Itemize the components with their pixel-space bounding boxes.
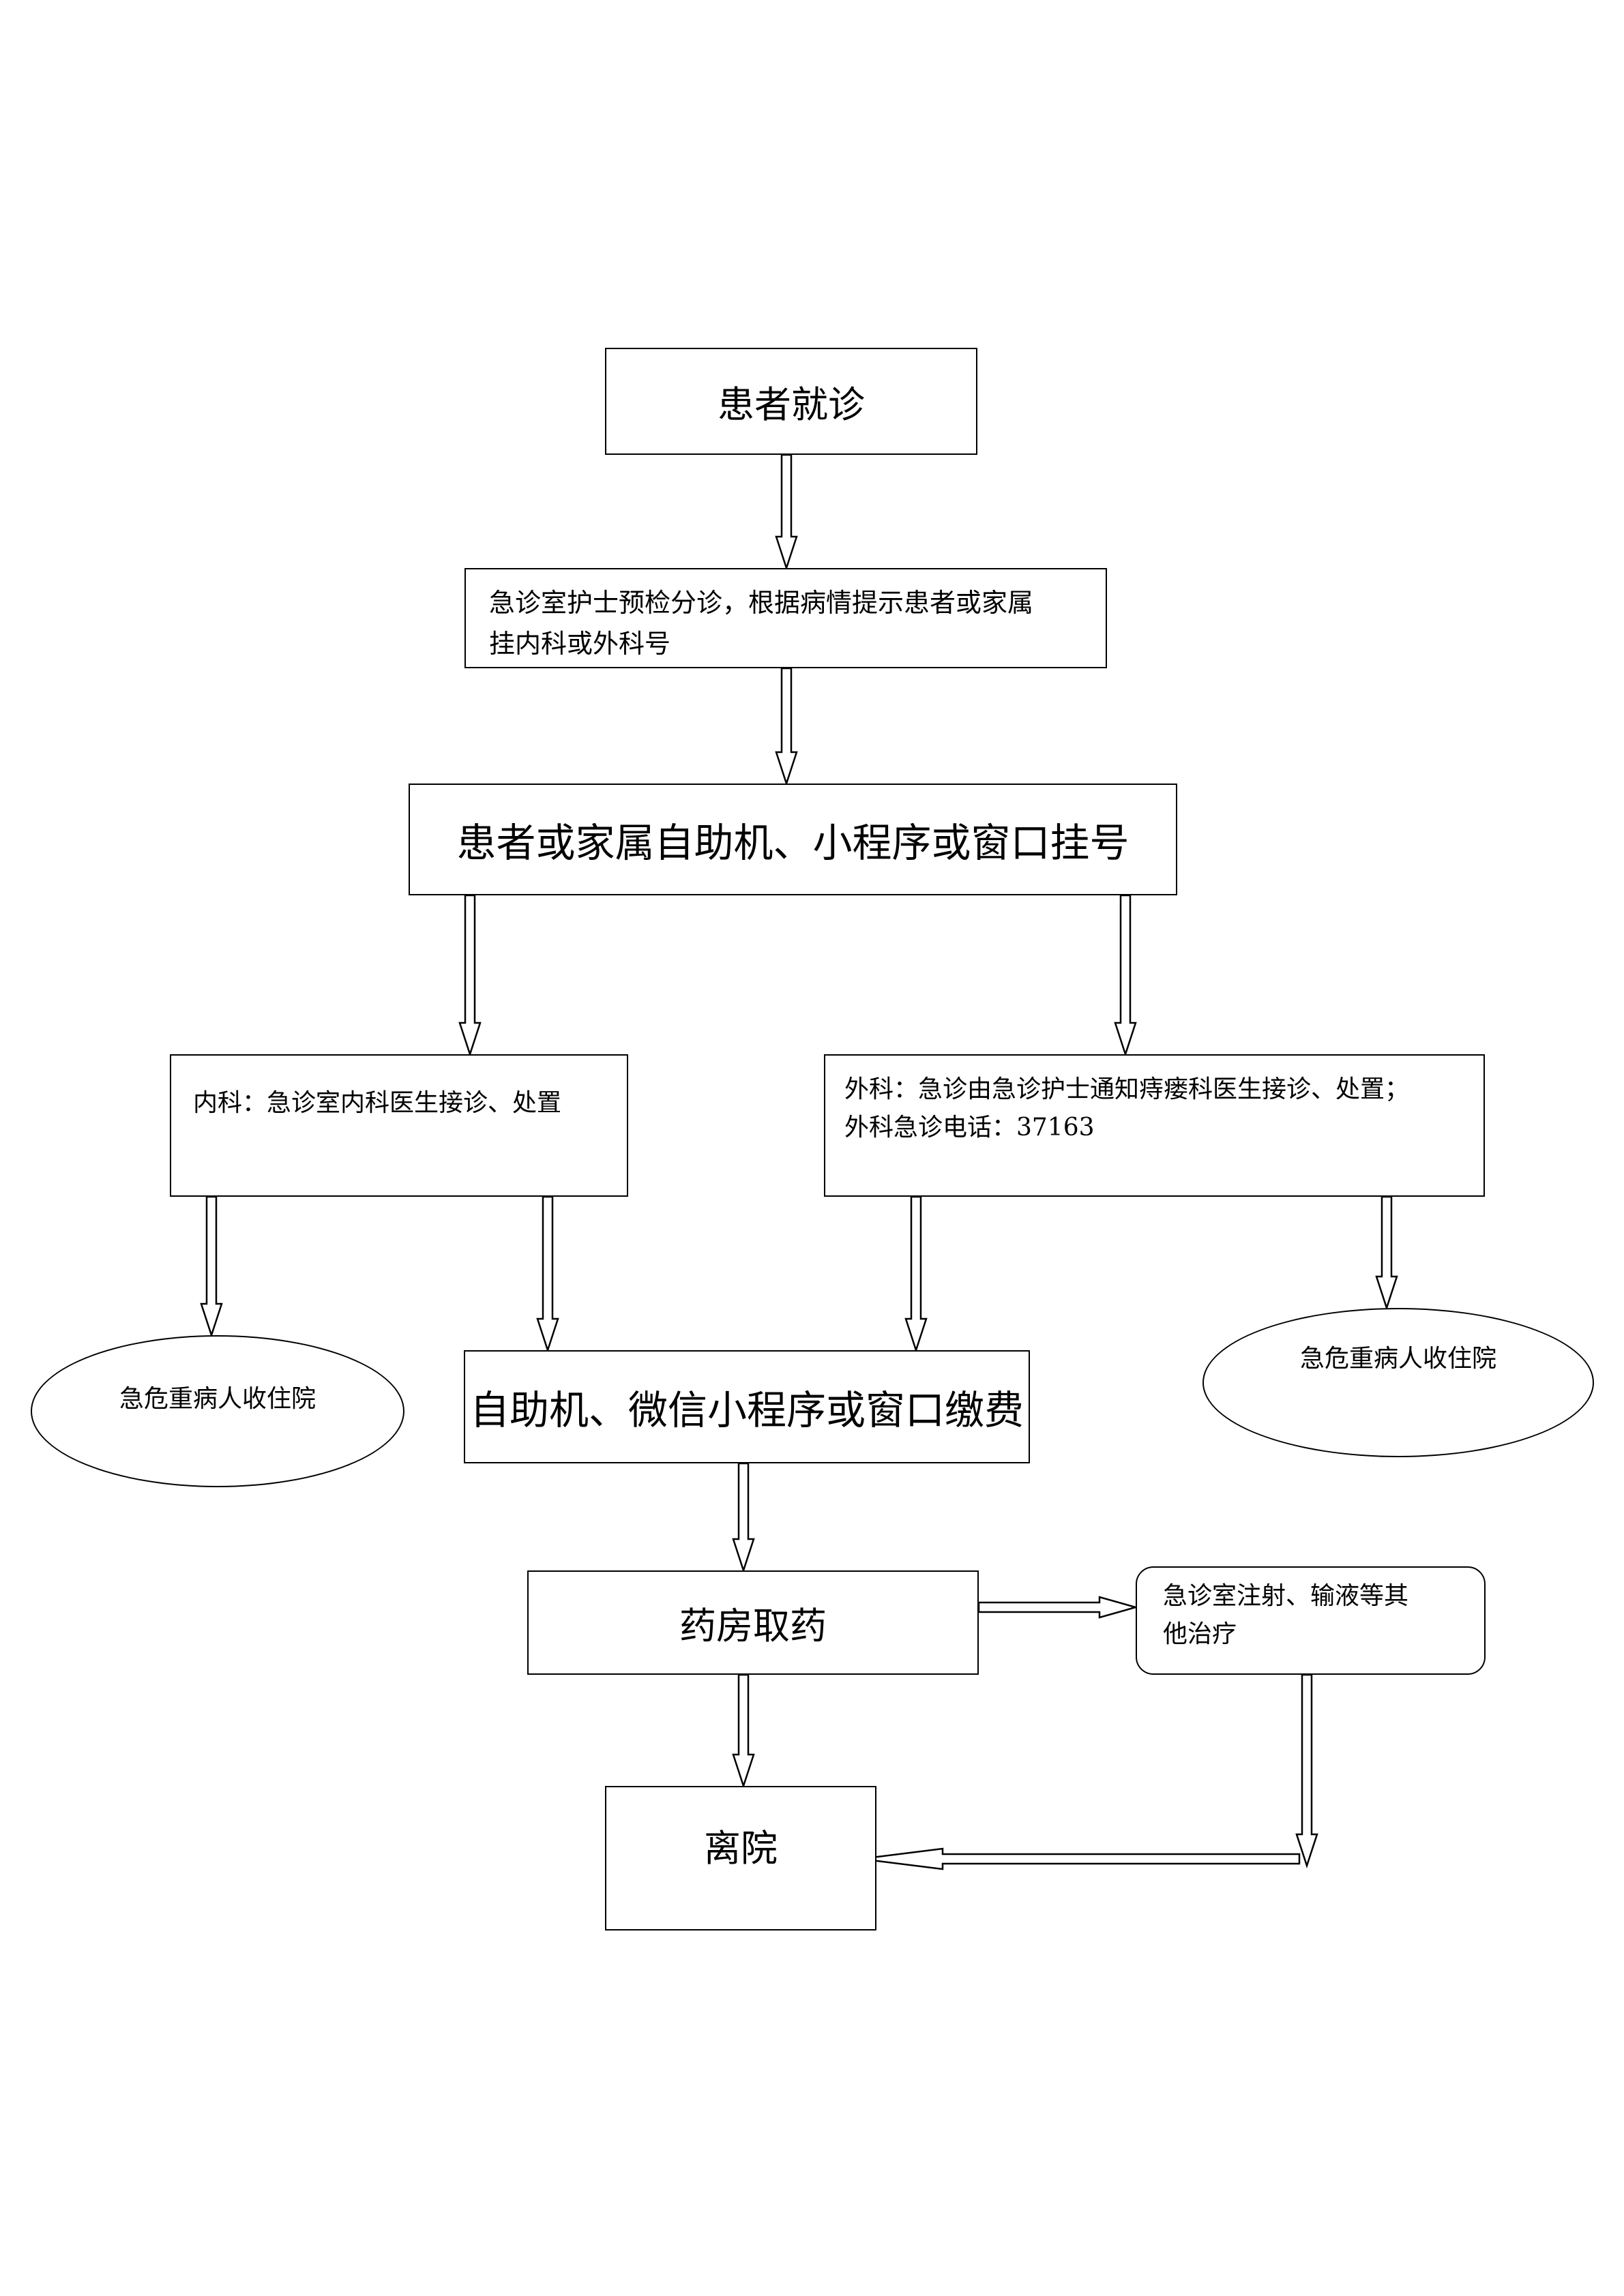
arrow-treatment-down [1295, 1673, 1318, 1869]
node-payment: 自助机、微信小程序或窗口缴费 [464, 1350, 1030, 1463]
node-triage-label: 急诊室护士预检分诊，根据病情提示患者或家属 挂内科或外科号 [489, 588, 1034, 659]
node-patient-visit-label: 患者就诊 [718, 383, 865, 426]
arrow-surgery-to-admit [1375, 1195, 1398, 1311]
arrow-register-to-surgery [1114, 894, 1137, 1058]
node-surgery-label: 外科：急诊由急诊护士通知痔瘘科医生接诊、处置； 外科急诊电话：37163 [844, 1075, 1410, 1142]
arrow-surgery-to-payment [904, 1195, 928, 1354]
node-patient-visit: 患者就诊 [605, 348, 977, 455]
node-registration-label: 患者或家属自助机、小程序或窗口挂号 [456, 820, 1130, 866]
arrow-pharmacy-to-treatment [977, 1596, 1139, 1619]
node-admission-right: 急危重病人收住院 [1202, 1308, 1594, 1457]
node-admission-left-label: 急危重病人收住院 [119, 1384, 316, 1413]
node-registration: 患者或家属自助机、小程序或窗口挂号 [409, 784, 1177, 895]
arrow-payment-to-pharmacy [732, 1462, 755, 1574]
arrow-pharmacy-to-discharge [732, 1673, 755, 1789]
arrow-register-to-internal [458, 894, 482, 1058]
arrow-return-to-discharge [860, 1847, 1301, 1870]
node-admission-right-label: 急危重病人收住院 [1299, 1344, 1496, 1373]
node-internal-medicine-label: 内科：急诊室内科医生接诊、处置 [193, 1089, 562, 1117]
node-other-treatment-label: 急诊室注射、输液等其 他治疗 [1163, 1582, 1409, 1648]
arrow-triage-to-register [775, 667, 798, 787]
node-pharmacy-label: 药房取药 [679, 1605, 827, 1648]
node-surgery: 外科：急诊由急诊护士通知痔瘘科医生接诊、处置； 外科急诊电话：37163 [824, 1054, 1485, 1197]
arrow-internal-to-admit [200, 1195, 223, 1339]
node-pharmacy: 药房取药 [527, 1570, 979, 1675]
node-internal-medicine: 内科：急诊室内科医生接诊、处置 [170, 1054, 628, 1197]
node-admission-left: 急危重病人收住院 [31, 1335, 404, 1487]
node-discharge-label: 离院 [704, 1826, 778, 1870]
node-payment-label: 自助机、微信小程序或窗口缴费 [469, 1387, 1024, 1433]
node-other-treatment: 急诊室注射、输液等其 他治疗 [1136, 1566, 1486, 1675]
node-discharge: 离院 [605, 1786, 876, 1930]
node-triage: 急诊室护士预检分诊，根据病情提示患者或家属 挂内科或外科号 [464, 568, 1107, 668]
arrow-start-to-triage [775, 453, 798, 571]
arrow-internal-to-payment [536, 1195, 559, 1354]
